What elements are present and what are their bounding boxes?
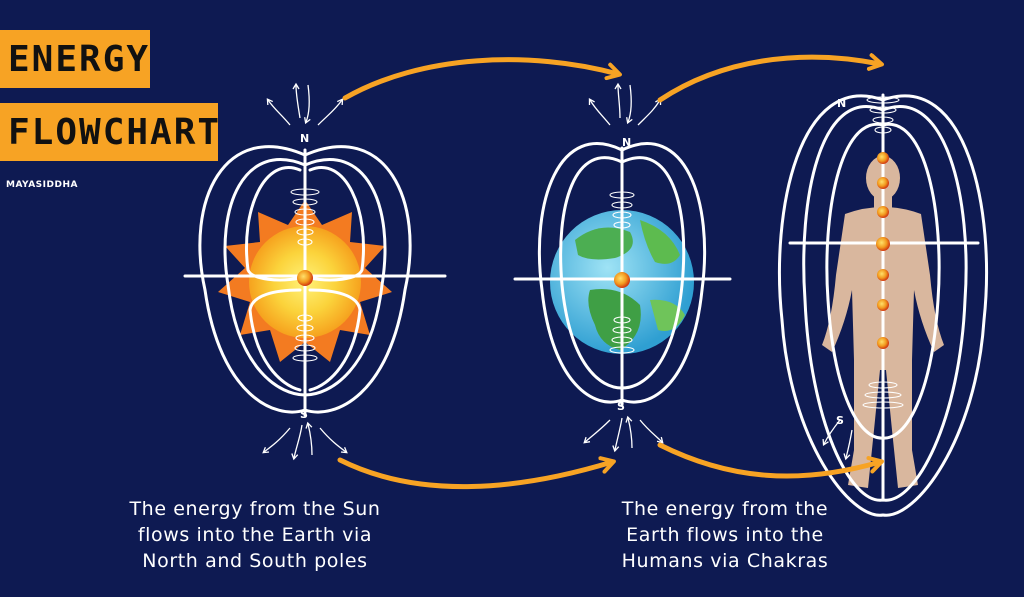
- energy-coils: [290, 96, 904, 409]
- core-point-sun: [297, 270, 313, 286]
- caption-earth-humans: The energy from the Earth flows into the…: [585, 496, 865, 574]
- arrow-right-icon: [342, 57, 622, 101]
- chakra-icon: [877, 177, 889, 189]
- flow-arrows: [337, 53, 884, 490]
- earth-south-label: S: [617, 400, 625, 413]
- human-south-label: S: [836, 414, 844, 427]
- caption-line: The energy from the Sun: [129, 498, 381, 520]
- arrow-right-icon: [657, 442, 884, 479]
- arrow-right-icon: [337, 456, 616, 490]
- chakra-icon: [877, 337, 889, 349]
- sun-north-label: N: [300, 132, 309, 145]
- caption-line: North and South poles: [142, 550, 368, 572]
- brand-label: MAYASIDDHA: [6, 180, 78, 190]
- caption-sun-earth: The energy from the Sun flows into the E…: [95, 496, 415, 574]
- chakra-icon: [877, 206, 889, 218]
- caption-line: Earth flows into the: [626, 524, 824, 546]
- human-north-label: N: [837, 97, 846, 110]
- chakra-icon: [877, 152, 889, 164]
- arrow-right-icon: [657, 53, 884, 103]
- core-point-earth: [614, 272, 630, 288]
- pole-flow-arrows: [262, 82, 853, 461]
- caption-line: flows into the Earth via: [137, 524, 373, 546]
- earth-north-label: N: [622, 136, 631, 149]
- caption-line: The energy from the: [621, 498, 829, 520]
- chakra-icon: [876, 237, 890, 251]
- sun-south-label: S: [300, 408, 308, 421]
- title-line-1: ENERGY: [0, 30, 150, 88]
- title-line-2: FLOWCHART: [0, 103, 219, 161]
- caption-line: Humans via Chakras: [621, 550, 829, 572]
- chakra-points: [297, 152, 890, 349]
- chakra-icon: [877, 299, 889, 311]
- chakra-icon: [877, 269, 889, 281]
